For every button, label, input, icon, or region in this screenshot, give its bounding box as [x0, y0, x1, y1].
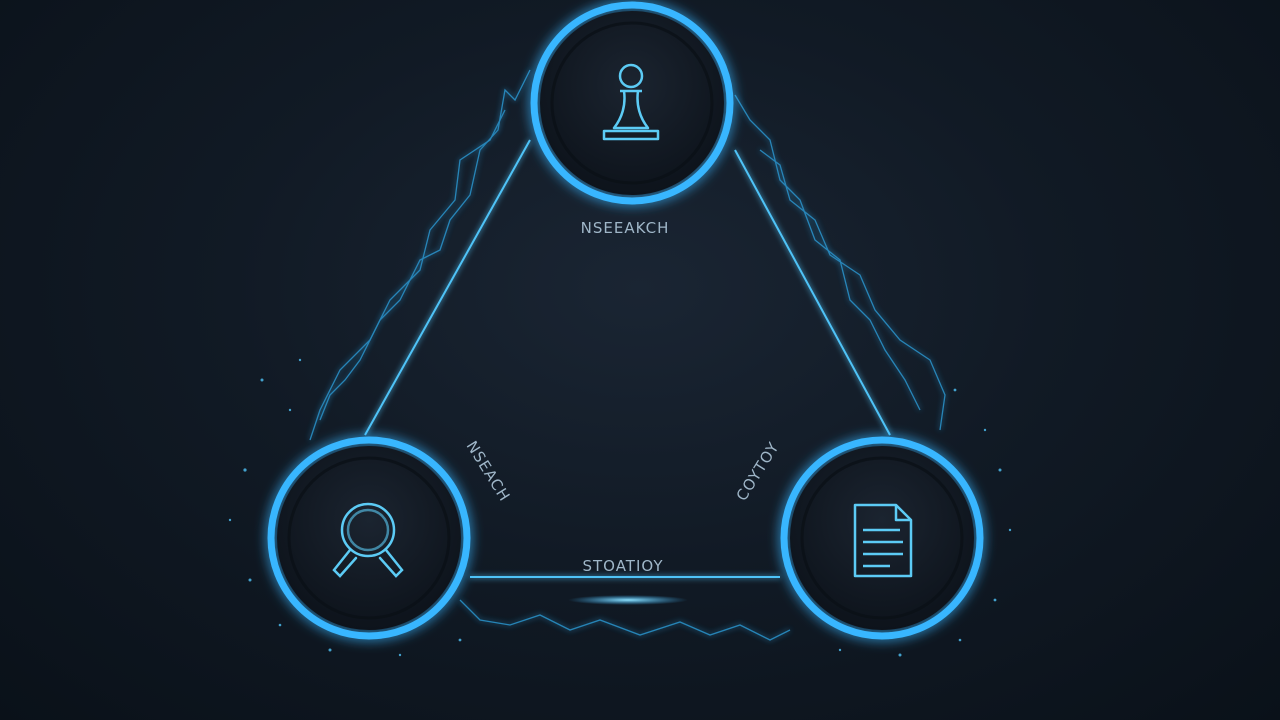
diagram-edges — [364, 139, 891, 578]
node-right-ring — [780, 436, 984, 640]
node-top-disc — [540, 11, 724, 195]
node-top-label: NSEEAKCH — [581, 219, 670, 237]
node-left-ring — [267, 436, 471, 640]
lightning-left-upper — [319, 69, 531, 421]
edge-top-left — [364, 139, 531, 436]
lightning-right-lower — [759, 149, 946, 431]
document-icon — [853, 503, 913, 578]
node-right-disc — [790, 446, 974, 630]
node-top-ring — [530, 1, 734, 205]
lightning-bottom — [459, 599, 791, 641]
chess-pawn-icon — [602, 63, 660, 141]
node-top[interactable] — [530, 1, 734, 205]
edge-label-bottom: STOATIOY — [582, 557, 663, 575]
node-right[interactable] — [780, 436, 984, 640]
lightning-right-upper — [734, 94, 921, 411]
node-left-label: NSEACH — [463, 438, 514, 505]
node-left[interactable] — [267, 436, 471, 640]
lightning-left-lower — [309, 109, 506, 441]
node-left-disc — [277, 446, 461, 630]
bottom-glow-bar — [568, 595, 688, 605]
edge-top-right — [734, 149, 891, 436]
lightning-effects — [309, 69, 946, 641]
node-right-label: COYTOY — [733, 439, 783, 504]
sparkle-dots — [228, 358, 1012, 657]
magnifier-icon — [332, 502, 404, 578]
